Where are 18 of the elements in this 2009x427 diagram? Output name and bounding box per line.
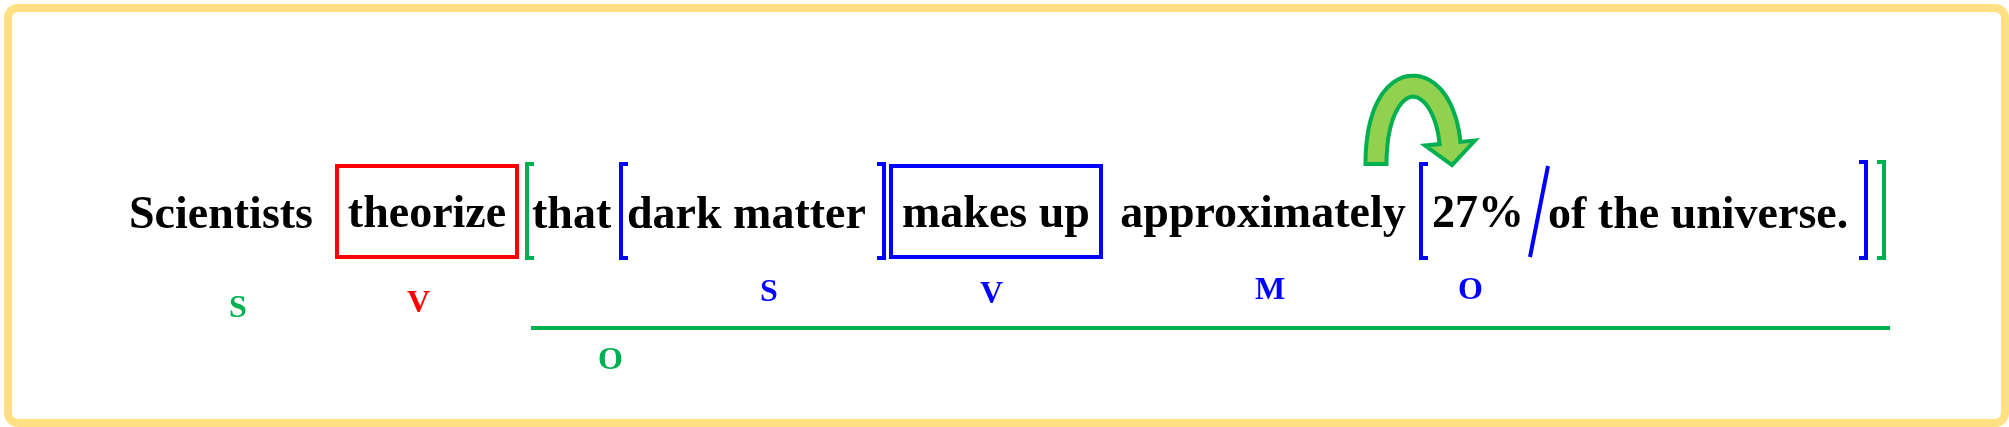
grammar-tag: M [1255, 272, 1286, 304]
grammar-tag: S [760, 274, 778, 306]
grammar-tag: O [598, 342, 623, 374]
grammar-tag: V [407, 285, 431, 317]
word: dark matter [627, 190, 866, 236]
grammar-tag: S [229, 290, 247, 322]
curved-arrow [1363, 73, 1480, 168]
word: Scientists [129, 190, 313, 236]
highlight-box [335, 164, 519, 259]
word: 27% [1426, 164, 1530, 259]
word: of the universe. [1548, 190, 1849, 236]
word: that [532, 190, 612, 236]
grammar-tag: V [980, 276, 1004, 308]
highlight-box [889, 164, 1103, 259]
word: approximately [1108, 164, 1418, 259]
grammar-tag: O [1458, 272, 1483, 304]
verb-text: makes up [902, 185, 1090, 238]
verb-text: theorize [347, 185, 507, 238]
